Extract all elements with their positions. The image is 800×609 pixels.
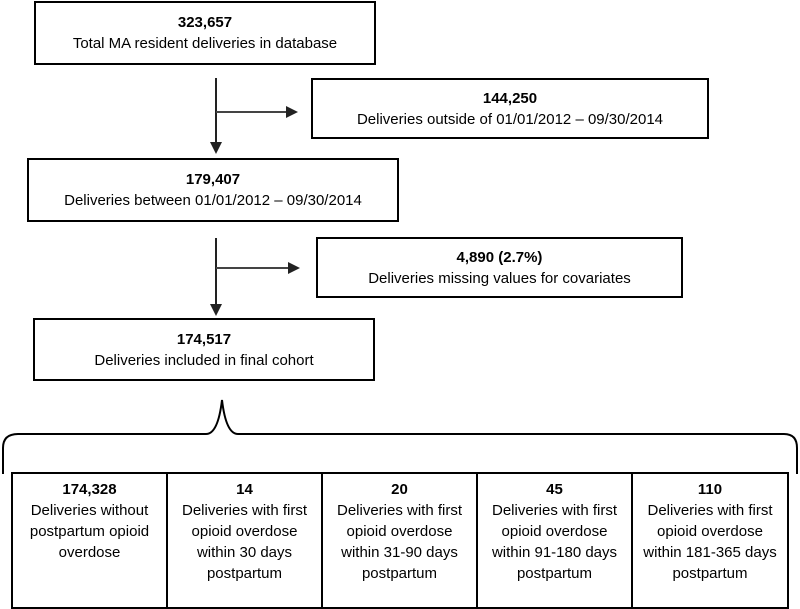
final-cohort-label: Deliveries included in final cohort xyxy=(94,351,314,369)
outcome-cell-30-days: 14 Deliveries with first opioid overdose… xyxy=(166,472,323,609)
outside-dates-label: Deliveries outside of 01/01/2012 – 09/30… xyxy=(356,110,664,128)
outcome-cell-91-180-days: 45 Deliveries with first opioid overdose… xyxy=(476,472,633,609)
between-dates-label: Deliveries between 01/01/2012 – 09/30/20… xyxy=(64,192,362,209)
outcome-label: Deliveries with first opioid overdose wi… xyxy=(336,502,463,582)
missing-covariates-label: Deliveries missing values for covariates xyxy=(368,269,631,287)
between-dates-count: 179,407 xyxy=(185,171,241,188)
outcome-label: Deliveries with first opioid overdose wi… xyxy=(491,502,618,582)
outcome-label: Deliveries without postpartum opioid ove… xyxy=(29,502,150,561)
missing-covariates-count: 4,890 (2.7%) xyxy=(456,248,543,266)
outcome-cell-181-365-days: 110 Deliveries with first opioid overdos… xyxy=(631,472,789,609)
outcome-cell-31-90-days: 20 Deliveries with first opioid overdose… xyxy=(321,472,478,609)
final-cohort-count: 174,517 xyxy=(176,330,232,348)
outcome-count: 20 xyxy=(391,481,408,498)
outcome-count: 110 xyxy=(697,481,723,498)
between-dates-box: 179,407 Deliveries between 01/01/2012 – … xyxy=(27,158,399,222)
outcome-brace xyxy=(2,399,798,474)
outcome-count: 45 xyxy=(546,481,563,498)
outcome-label: Deliveries with first opioid overdose wi… xyxy=(643,502,777,582)
missing-covariates-box: 4,890 (2.7%) Deliveries missing values f… xyxy=(316,237,683,298)
outside-dates-count: 144,250 xyxy=(482,89,538,107)
total-deliveries-count: 323,657 xyxy=(177,14,233,31)
outside-dates-box: 144,250 Deliveries outside of 01/01/2012… xyxy=(311,78,709,139)
outcome-count: 174,328 xyxy=(62,481,117,498)
total-deliveries-box: 323,657 Total MA resident deliveries in … xyxy=(34,1,376,65)
final-cohort-box: 174,517 Deliveries included in final coh… xyxy=(33,318,375,381)
total-deliveries-label: Total MA resident deliveries in database xyxy=(72,35,338,52)
outcome-count: 14 xyxy=(236,481,253,498)
outcome-cell-no-overdose: 174,328 Deliveries without postpartum op… xyxy=(11,472,168,609)
outcome-label: Deliveries with first opioid overdose wi… xyxy=(181,502,308,582)
